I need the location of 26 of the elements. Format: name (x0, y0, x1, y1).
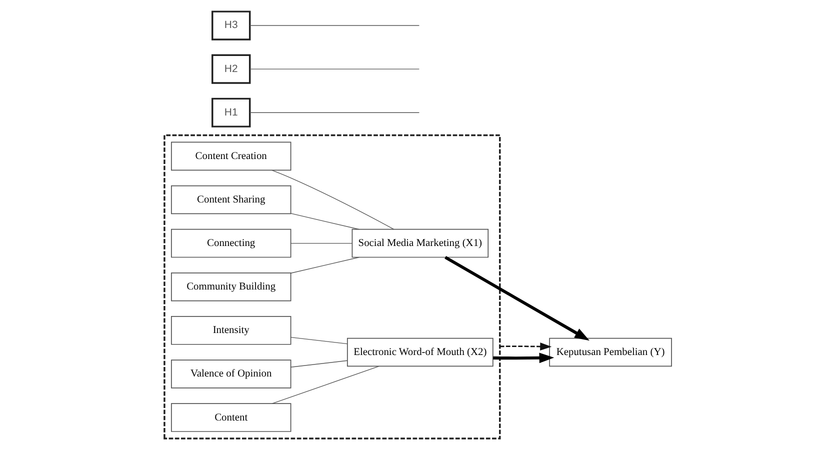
node-box: Content (171, 403, 292, 432)
node-box: Valence of Opinion (171, 360, 292, 388)
node-box: Keputusan Pembelian (Y) (549, 338, 672, 367)
node-box: Intensity (171, 316, 292, 345)
node-box: Community Building (171, 272, 292, 302)
node-box: H3 (212, 10, 251, 40)
connector (290, 256, 360, 274)
connector (250, 68, 420, 70)
connector (250, 112, 420, 113)
node-box: Content Sharing (171, 185, 292, 214)
node-box: H2 (212, 54, 251, 84)
node-box: H1 (212, 98, 251, 128)
node-box: Content Creation (171, 142, 292, 171)
connector (290, 213, 360, 230)
arrow (444, 256, 590, 341)
connector (290, 336, 348, 344)
node-box: Social Media Marketing (X1) (352, 228, 489, 258)
connector (290, 242, 352, 244)
node-box: Connecting (171, 228, 292, 258)
connector (271, 170, 394, 230)
arrow (493, 352, 554, 364)
arrow (500, 342, 552, 351)
connector (250, 25, 420, 26)
cluster (164, 134, 501, 440)
node-box: Electronic Word-of Mouth (X2) (346, 338, 494, 367)
connector (290, 360, 348, 368)
